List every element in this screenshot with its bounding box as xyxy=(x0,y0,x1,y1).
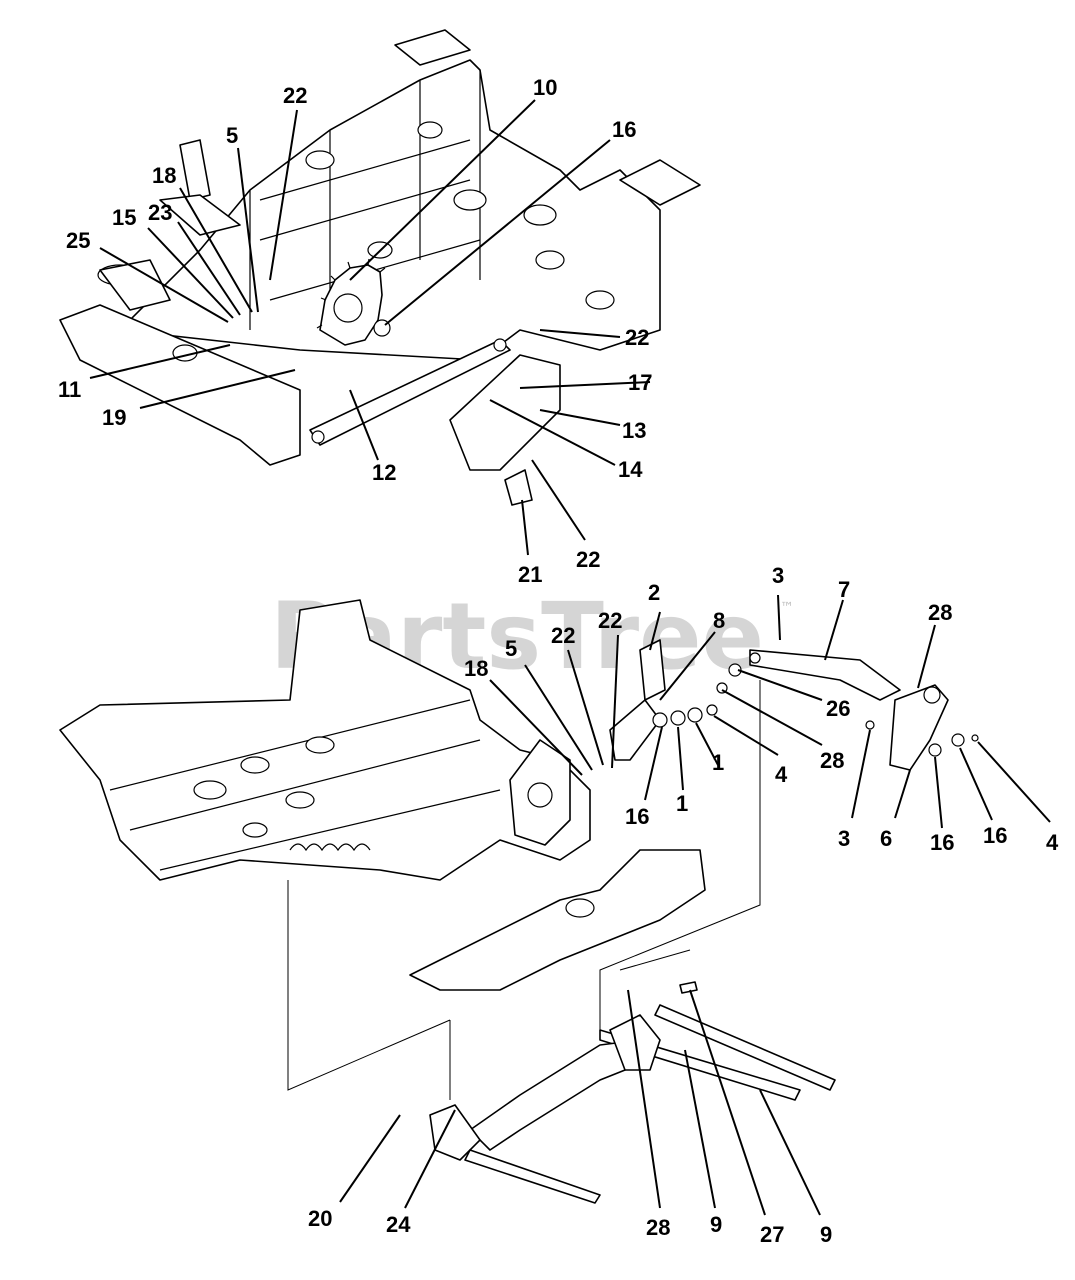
callout-28: 28 xyxy=(928,600,952,625)
callout-25: 25 xyxy=(66,228,90,253)
callout-26: 26 xyxy=(826,696,850,721)
callout-24: 24 xyxy=(386,1212,411,1237)
callout-12: 12 xyxy=(372,460,396,485)
callout-16: 16 xyxy=(983,823,1007,848)
callout-4: 4 xyxy=(775,762,788,787)
callout-23: 23 xyxy=(148,200,172,225)
callout-7: 7 xyxy=(838,577,850,602)
leader-lines xyxy=(89,99,1051,1216)
callout-10: 10 xyxy=(533,75,557,100)
callout-13: 13 xyxy=(622,418,646,443)
callout-18: 18 xyxy=(464,656,488,681)
callout-3: 3 xyxy=(838,826,850,851)
callout-labels: 22 10 5 16 18 23 15 25 22 17 13 14 11 19… xyxy=(58,75,1059,1247)
callout-22: 22 xyxy=(283,83,307,108)
callout-16: 16 xyxy=(612,117,636,142)
upper-frame-assembly xyxy=(59,29,701,506)
callout-16: 16 xyxy=(625,804,649,829)
callout-6: 6 xyxy=(880,826,892,851)
callout-28: 28 xyxy=(820,748,844,773)
callout-1: 1 xyxy=(676,791,688,816)
callout-14: 14 xyxy=(618,457,643,482)
callout-3: 3 xyxy=(772,563,784,588)
callout-11: 11 xyxy=(58,377,81,402)
callout-21: 21 xyxy=(518,562,542,587)
callout-27: 27 xyxy=(760,1222,784,1247)
callout-19: 19 xyxy=(102,405,126,430)
callout-17: 17 xyxy=(628,370,652,395)
callout-22: 22 xyxy=(625,325,649,350)
callout-16: 16 xyxy=(930,830,954,855)
callout-20: 20 xyxy=(308,1206,332,1231)
callout-5: 5 xyxy=(505,636,517,661)
callout-1: 1 xyxy=(712,750,724,775)
callout-18: 18 xyxy=(152,163,176,188)
lower-frame-assembly xyxy=(59,599,979,1204)
callout-8: 8 xyxy=(713,608,725,633)
watermark-trademark: ™ xyxy=(780,600,794,616)
callout-22: 22 xyxy=(576,547,600,572)
callout-2: 2 xyxy=(648,580,660,605)
callout-22: 22 xyxy=(598,608,622,633)
callout-15: 15 xyxy=(112,205,136,230)
callout-4: 4 xyxy=(1046,830,1059,855)
callout-9: 9 xyxy=(820,1222,832,1247)
callout-22: 22 xyxy=(551,623,575,648)
sector-gear xyxy=(316,258,386,346)
callout-5: 5 xyxy=(226,123,238,148)
callout-9: 9 xyxy=(710,1212,722,1237)
callout-28: 28 xyxy=(646,1215,670,1240)
